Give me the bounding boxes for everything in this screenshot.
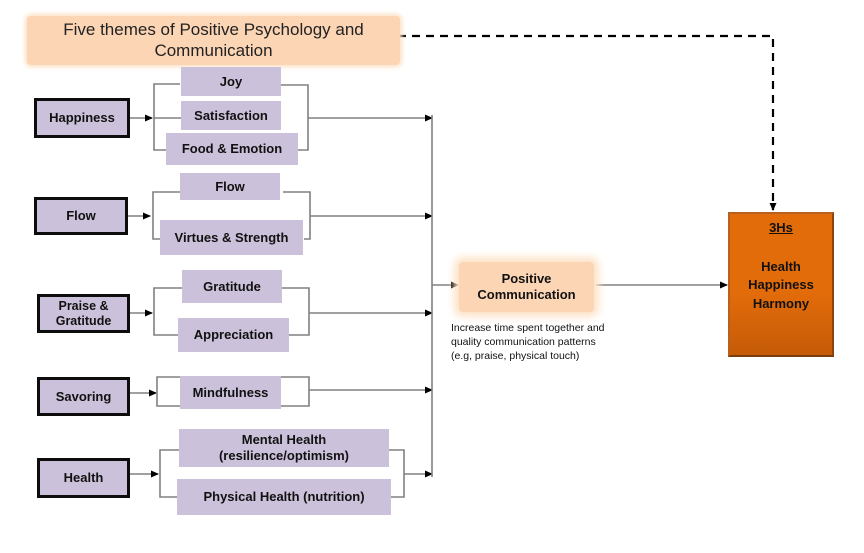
- item-physical-health: Physical Health (nutrition): [177, 479, 391, 515]
- outcome-lines: Health Happiness Harmony: [748, 258, 814, 315]
- item-gratitude: Gratitude: [182, 270, 282, 303]
- outcome-line-happiness: Happiness: [748, 277, 814, 293]
- item-joy: Joy: [181, 67, 281, 96]
- positive-communication-box: Positive Communication: [459, 262, 594, 312]
- outcome-title: 3Hs: [769, 220, 793, 235]
- theme-flow: Flow: [34, 197, 128, 235]
- outcome-3hs-box: 3Hs Health Happiness Harmony: [728, 212, 834, 357]
- theme-savoring: Savoring: [37, 377, 130, 416]
- outcome-line-health: Health: [761, 258, 801, 274]
- item-food-emotion: Food & Emotion: [166, 133, 298, 165]
- theme-happiness: Happiness: [34, 98, 130, 138]
- positive-communication-note: Increase time spent together and quality…: [451, 322, 605, 364]
- connector: [281, 376, 310, 407]
- theme-health: Health: [37, 458, 130, 498]
- outcome-line-harmony: Harmony: [752, 296, 810, 312]
- item-appreciation: Appreciation: [178, 318, 289, 352]
- connector: [389, 449, 405, 498]
- item-mindfulness: Mindfulness: [180, 376, 281, 409]
- connector: [156, 376, 182, 407]
- dashed-connector: [398, 34, 777, 211]
- note-line: (e.g, praise, physical touch): [451, 349, 580, 362]
- diagram-title: Five themes of Positive Psychology and C…: [27, 16, 400, 65]
- item-mental-health: Mental Health (resilience/optimism): [179, 429, 389, 467]
- item-satisfaction: Satisfaction: [181, 101, 281, 130]
- note-line: Increase time spent together and: [451, 322, 605, 334]
- theme-praise-gratitude: Praise & Gratitude: [37, 294, 130, 333]
- item-flow: Flow: [180, 173, 280, 200]
- note-line: quality communication patterns: [451, 335, 596, 348]
- item-virtues-strength: Virtues & Strength: [160, 220, 303, 255]
